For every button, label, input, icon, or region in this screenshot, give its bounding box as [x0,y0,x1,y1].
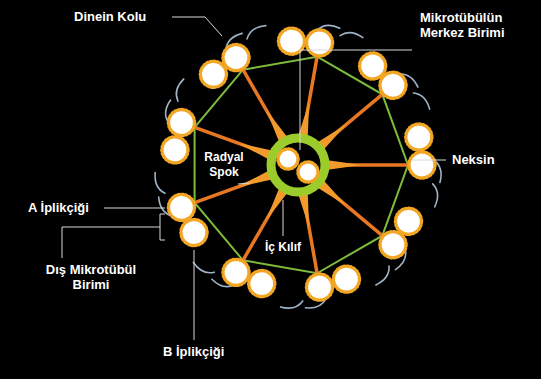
b-tubule-beads [249,271,275,297]
spoke-head [328,160,362,169]
dynein-arm [413,93,429,109]
central-microtubule [298,162,318,182]
central-microtubule [278,149,298,169]
leader-line [172,17,222,36]
part-label: Dinein Kolu [74,9,146,24]
b-tubule [360,53,386,79]
dynein-arm [281,301,303,308]
dynein-arm [155,172,165,193]
leader-line [238,183,250,184]
a-tubule [168,110,194,136]
central-microtubule-beads [278,149,298,169]
leader-line [62,214,165,258]
a-tubule-beads [380,72,406,98]
a-tubule-beads [380,232,406,258]
part-label: İç Kılıf [265,240,301,255]
b-tubule-beads [333,266,359,292]
leader-line [412,160,446,161]
leader-line [194,250,195,340]
part-label: Dış Mikrotübül Birimi [36,262,146,292]
a-tubule [307,274,333,300]
a-tubule [380,72,406,98]
a-tubule [223,45,249,71]
b-tubule-beads [181,220,207,246]
part-label: Radyal Spok [201,150,247,180]
inner-sheath [271,138,325,192]
a-tubule-beads [168,110,194,136]
nexin-link [195,57,408,274]
b-tubule [333,266,359,292]
spoke-head [299,193,310,228]
a-tubule-beads [307,274,333,300]
b-tubule [162,137,188,163]
a-tubule-beads [223,259,249,285]
a-tubule [223,259,249,285]
spoke-head [238,171,272,187]
leader-line [104,208,165,209]
a-tubule [307,30,333,56]
b-tubule [200,61,226,87]
b-tubule [249,271,275,297]
dynein-arm [433,184,438,207]
b-tubule-beads [395,208,421,234]
dynein-arm [193,263,214,273]
leader-line [283,200,284,236]
a-tubule [380,232,406,258]
b-tubule-beads [200,61,226,87]
dynein-arm [176,79,183,101]
part-label: Neksin [452,152,495,167]
a-tubule-beads [409,152,435,178]
part-label: Mikrotübülün Merkez Birimi [420,10,532,40]
b-tubule [181,220,207,246]
part-label: B İplikçiği [163,344,224,359]
b-tubule [395,208,421,234]
b-tubule [406,124,432,150]
a-tubule-beads [307,30,333,56]
part-label: A İplikçiği [28,200,89,215]
leader-line [300,50,412,150]
b-tubule-beads [360,53,386,79]
b-tubule-beads [162,137,188,163]
a-tubule-beads [223,45,249,71]
b-tubule-beads [406,124,432,150]
a-tubule [409,152,435,178]
dynein-arm [340,33,363,38]
a-tubule [168,194,194,220]
dynein-arm [247,26,266,39]
dynein-arm [376,266,389,285]
a-tubule-beads [168,194,194,220]
central-microtubule-beads [298,162,318,182]
